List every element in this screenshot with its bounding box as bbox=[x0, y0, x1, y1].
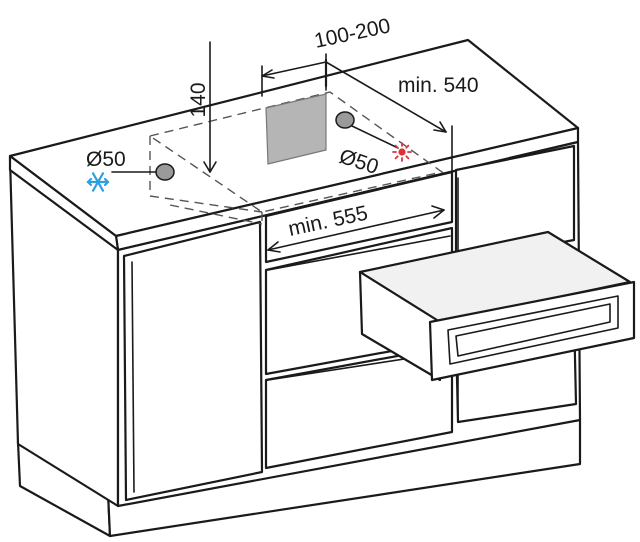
snowflake-icon bbox=[86, 172, 110, 192]
dim-gap-line bbox=[261, 61, 327, 77]
cold-hole-label: Ø50 bbox=[86, 148, 126, 171]
dim-width-arrow-r bbox=[431, 205, 445, 219]
dim-width-arrow-l bbox=[267, 241, 281, 253]
dim-140-arrow bbox=[203, 161, 217, 173]
vent-panel bbox=[265, 93, 327, 165]
dim-depth-line bbox=[325, 61, 447, 133]
dim-depth-arrow bbox=[433, 121, 447, 133]
drawer-edge-1 bbox=[267, 235, 451, 271]
hot-pipe-hole bbox=[335, 111, 355, 129]
drawer-front-inset bbox=[447, 295, 619, 365]
cutout-guide-floor bbox=[169, 204, 263, 225]
hot-leader-line bbox=[351, 125, 399, 149]
dim-140-label: 140 bbox=[187, 82, 210, 117]
sun-icon bbox=[392, 142, 412, 162]
lower-drawer-front bbox=[264, 344, 454, 470]
dim-width-line bbox=[267, 209, 445, 251]
dim-depth-label: min. 540 bbox=[398, 74, 479, 97]
cold-pipe-hole bbox=[155, 163, 175, 181]
drawer-front-inset-inner bbox=[455, 303, 611, 357]
dim-gap-arrow-l bbox=[261, 69, 275, 79]
dim-gap-label: 100-200 bbox=[312, 14, 392, 53]
drawer-front bbox=[428, 280, 636, 382]
cutout-guide-front bbox=[149, 195, 263, 213]
left-door-edge bbox=[131, 261, 135, 493]
left-door bbox=[122, 220, 264, 502]
drawer-left-side bbox=[358, 270, 442, 382]
